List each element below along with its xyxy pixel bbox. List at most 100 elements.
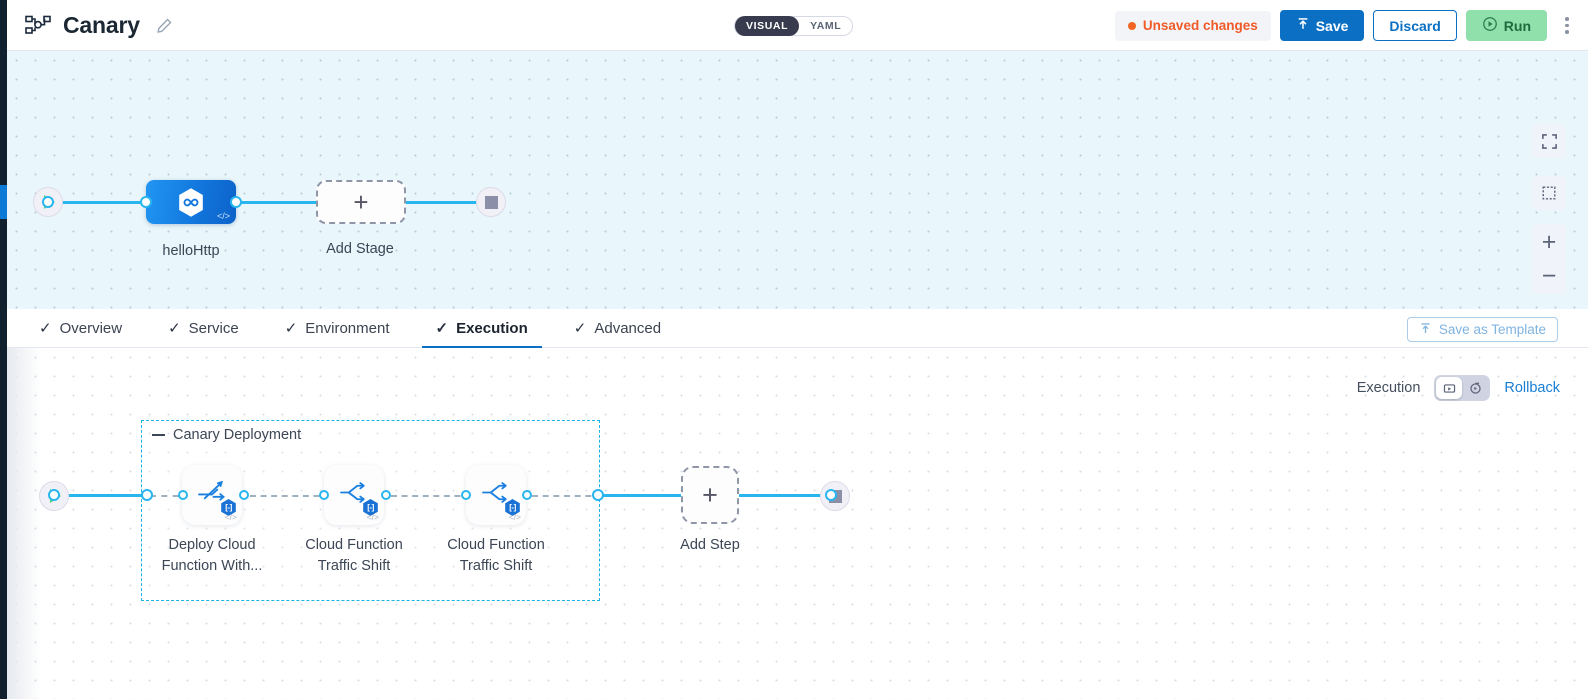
execution-end-port[interactable]	[825, 489, 837, 501]
execution-canvas[interactable]	[7, 348, 1588, 699]
tab-execution[interactable]: ✓ Execution	[421, 309, 543, 349]
add-stage-button[interactable]: +	[316, 180, 406, 224]
add-step-button[interactable]: +	[681, 466, 739, 524]
add-step-label: Add Step	[680, 537, 740, 553]
zoom-out-button[interactable]: −	[1541, 261, 1557, 290]
edge-addstage-to-end	[389, 201, 485, 204]
edge-start-to-group	[48, 494, 153, 497]
zoom-controls[interactable]: + −	[1532, 224, 1566, 294]
save-button[interactable]: Save	[1279, 10, 1365, 41]
execution-start-port[interactable]	[48, 489, 60, 501]
step3-label: Cloud Function Traffic Shift	[436, 535, 556, 577]
more-options-icon[interactable]	[1556, 11, 1578, 41]
step1-label-line2: Function With...	[161, 558, 263, 575]
step-group-title[interactable]: Canary Deployment	[152, 427, 301, 443]
group-in-port[interactable]	[141, 489, 153, 501]
check-icon: ✓	[435, 320, 449, 337]
stage-node-hellohttp[interactable]: </>	[146, 180, 236, 224]
fullscreen-icon[interactable]	[1532, 124, 1566, 158]
edge-addstep-to-end	[739, 494, 831, 497]
tab-overview-label: Overview	[59, 319, 123, 337]
page-title: Canary	[63, 11, 140, 38]
deploy-function-icon	[196, 478, 229, 512]
step1-label: Deploy Cloud Function With...	[152, 535, 272, 577]
stage-node-out-port[interactable]	[230, 196, 242, 208]
step3-label-line2: Traffic Shift	[459, 558, 533, 575]
traffic-shift-icon	[338, 479, 371, 511]
stage-node-in-port[interactable]	[140, 196, 152, 208]
rollback-view-icon[interactable]	[1462, 377, 1488, 399]
execution-rollback-toggle[interactable]	[1434, 375, 1491, 401]
fit-to-screen-control[interactable]	[1532, 176, 1566, 210]
page-header: Canary VISUAL YAML Unsaved changes	[7, 0, 1588, 51]
edge-start-to-stage	[47, 201, 151, 204]
unsaved-dot-icon	[1127, 21, 1136, 30]
step3-out-port[interactable]	[522, 490, 532, 500]
step3-label-line1: Cloud Function	[447, 537, 545, 553]
toggle-yaml[interactable]: YAML	[810, 20, 842, 32]
step-node-traffic-shift-1[interactable]: [-] </>	[324, 465, 384, 525]
step2-out-port[interactable]	[381, 490, 391, 500]
step-code-tag: </>	[224, 512, 237, 522]
run-button-label: Run	[1503, 17, 1531, 34]
step-code-tag: </>	[508, 512, 521, 522]
edge-group-to-addstep	[598, 494, 684, 497]
tab-advanced[interactable]: ✓ Advanced	[560, 309, 675, 348]
minus-icon[interactable]	[152, 434, 165, 436]
group-out-port[interactable]	[592, 489, 604, 501]
stage-code-tag: </>	[216, 211, 230, 221]
tab-service[interactable]: ✓ Service	[154, 309, 253, 348]
step2-in-port[interactable]	[319, 490, 329, 500]
edge-group-to-step1	[150, 495, 190, 497]
tab-environment-label: Environment	[305, 319, 390, 337]
save-as-template-button[interactable]: Save as Template	[1406, 317, 1558, 342]
tab-advanced-label: Advanced	[594, 319, 662, 337]
step1-in-port[interactable]	[178, 490, 188, 500]
step-node-deploy-cloud-function[interactable]: [-] </>	[182, 465, 242, 525]
step-code-tag: </>	[366, 512, 379, 522]
step2-label-line2: Traffic Shift	[317, 558, 391, 575]
check-icon: ✓	[573, 320, 587, 337]
step3-in-port[interactable]	[461, 490, 471, 500]
start-node-port[interactable]	[42, 196, 54, 208]
plus-icon: +	[702, 479, 718, 510]
stage-canvas[interactable]: </> helloHttp + Add Stage	[7, 51, 1588, 309]
toggle-visual[interactable]: VISUAL	[735, 16, 800, 36]
edge-step1-to-step2	[250, 495, 330, 497]
save-as-template-label: Save as Template	[1438, 322, 1546, 337]
zoom-in-button[interactable]: +	[1541, 227, 1557, 256]
add-stage-label: Add Stage	[326, 241, 394, 257]
upload-arrow-icon	[1296, 17, 1310, 34]
header-actions: Unsaved changes Save Discard	[1114, 0, 1578, 51]
stop-icon	[484, 195, 498, 209]
k8s-badge: [-]	[221, 499, 236, 516]
check-icon: ✓	[168, 320, 181, 337]
discard-button[interactable]: Discard	[1373, 10, 1457, 41]
save-button-label: Save	[1315, 17, 1349, 34]
left-nav-rail-active-indicator	[0, 185, 7, 219]
fit-to-screen-icon[interactable]	[1532, 176, 1566, 210]
execution-mode-bar: Execution Rollback	[1357, 375, 1560, 401]
plus-icon: +	[353, 187, 369, 217]
run-button[interactable]: Run	[1465, 10, 1547, 41]
rollback-link[interactable]: Rollback	[1504, 380, 1560, 396]
tab-service-label: Service	[188, 319, 239, 337]
execution-view-icon[interactable]	[1436, 377, 1463, 399]
edge-step2-to-step3	[391, 495, 471, 497]
left-nav-rail	[0, 0, 7, 699]
k8s-badge: [-]	[505, 499, 520, 516]
execution-mode-label: Execution	[1356, 380, 1421, 396]
visual-yaml-toggle[interactable]: VISUAL YAML	[734, 16, 854, 36]
step1-out-port[interactable]	[239, 490, 249, 500]
tab-overview[interactable]: ✓ Overview	[25, 309, 136, 348]
step-group-title-label: Canary Deployment	[173, 427, 302, 443]
traffic-shift-icon	[480, 479, 513, 511]
end-node[interactable]	[476, 187, 506, 217]
pencil-icon[interactable]	[156, 17, 173, 34]
tab-environment[interactable]: ✓ Environment	[271, 309, 404, 348]
step-node-traffic-shift-2[interactable]: [-] </>	[466, 465, 526, 525]
fullscreen-control[interactable]	[1532, 124, 1566, 158]
unsaved-changes-badge: Unsaved changes	[1114, 10, 1271, 41]
header-left: Canary	[7, 12, 173, 39]
